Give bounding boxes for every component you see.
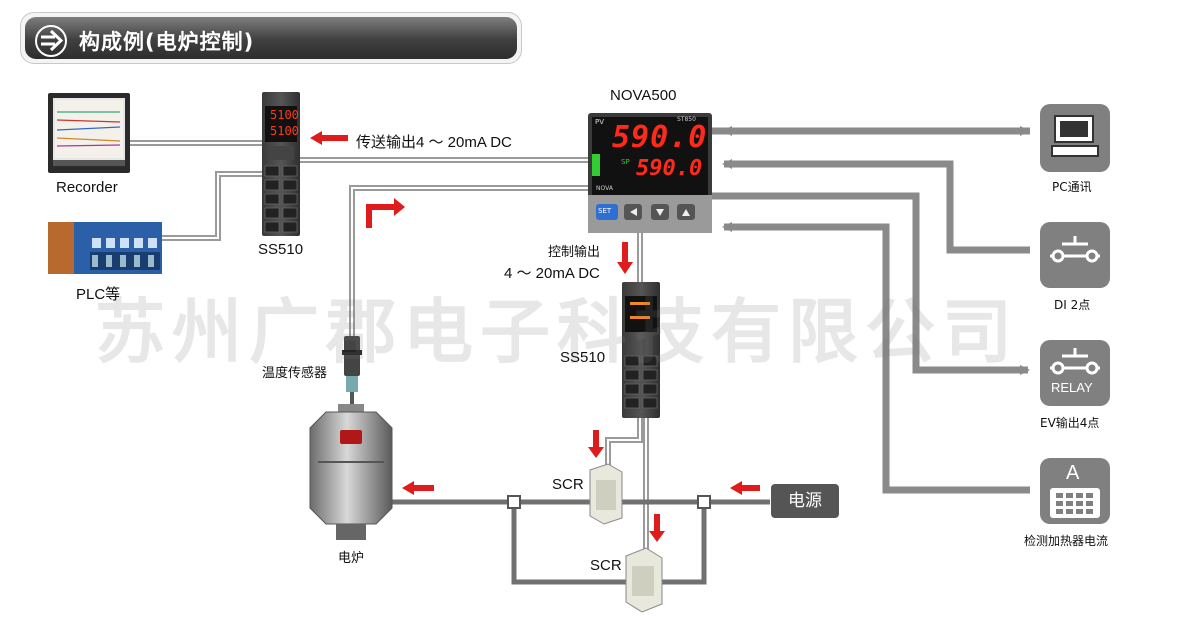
- pc-comm-label: PC通讯: [1052, 180, 1092, 194]
- control-output-label: 控制输出: [548, 245, 601, 260]
- nova-sp-label: SP: [621, 158, 630, 166]
- nova-set-label: SET: [598, 207, 612, 215]
- signal-wires: [128, 140, 649, 560]
- temp-sensor-label: 温度传感器: [262, 366, 328, 381]
- pc-icon: [1040, 104, 1110, 172]
- recorder-label: Recorder: [56, 179, 118, 196]
- junction-left: [507, 495, 521, 509]
- double-chevron-right-icon: [35, 25, 67, 57]
- section-header-bar: 构成例(电炉控制): [25, 17, 517, 59]
- control-output-range-label: 4 ～ 20mA DC: [504, 265, 600, 282]
- arrow-scr2-down: [649, 514, 665, 542]
- relay-icon: [1040, 340, 1110, 406]
- section-header: 构成例(电炉控制): [20, 12, 522, 64]
- io-lines: [712, 126, 1030, 494]
- ss-top-display-1: 5100: [270, 108, 299, 122]
- heater-current-label: 检测加热器电流: [1024, 534, 1109, 548]
- plc-label: PLC等: [76, 286, 121, 303]
- scr-module-2: [625, 547, 663, 613]
- nova500-label: NOVA500: [610, 87, 677, 104]
- arrow-scr1-down: [588, 430, 604, 458]
- arrow-transmit: [310, 131, 348, 145]
- scr1-label: SCR: [552, 476, 584, 493]
- recorder-device: [48, 93, 130, 173]
- electric-furnace: [309, 404, 393, 540]
- plc-device: [48, 222, 162, 274]
- di-label: DI 2点: [1054, 298, 1091, 312]
- arrow-bend: [366, 198, 405, 228]
- ss510-mid-device: [622, 282, 660, 418]
- temperature-sensor: [342, 336, 362, 406]
- arrow-from-power: [730, 481, 760, 495]
- furnace-label: 电炉: [338, 551, 365, 566]
- transmit-output-label: 传送输出4 ～ 20mA DC: [356, 134, 512, 151]
- nova-pv-label: PV: [595, 118, 605, 126]
- nova-brand: NOVA: [596, 185, 613, 192]
- ammeter-text: A: [1066, 462, 1080, 484]
- nova500-controller: [588, 113, 712, 233]
- nova-model-tag: ST850: [677, 116, 696, 123]
- ss510-mid-label: SS510: [560, 349, 606, 366]
- nova-sp-display: 590.0: [636, 156, 703, 181]
- watermark: 苏州广郡电子科技有限公司: [95, 290, 1019, 373]
- scr2-label: SCR: [590, 557, 622, 574]
- ev-output-label: EV输出4点: [1040, 416, 1100, 430]
- switch-icon: [1040, 222, 1110, 288]
- arrow-ctrl-down: [617, 242, 633, 274]
- ss-top-display-2: 5100: [270, 124, 299, 138]
- ss510-top-device: [262, 92, 300, 236]
- nova-pv-display: 590.0: [612, 120, 708, 155]
- ammeter-icon: [1040, 458, 1110, 524]
- set-button: [596, 204, 618, 220]
- ss510-top-label: SS510: [258, 241, 304, 258]
- junction-right: [697, 495, 711, 509]
- section-title: 构成例(电炉控制): [79, 30, 255, 54]
- power-source: 电源: [771, 484, 839, 518]
- red-arrows: [310, 131, 760, 542]
- relay-text: RELAY: [1051, 380, 1093, 395]
- arrow-to-furnace: [402, 481, 434, 495]
- power-circuit: [388, 499, 770, 585]
- scr-module-1: [589, 463, 623, 525]
